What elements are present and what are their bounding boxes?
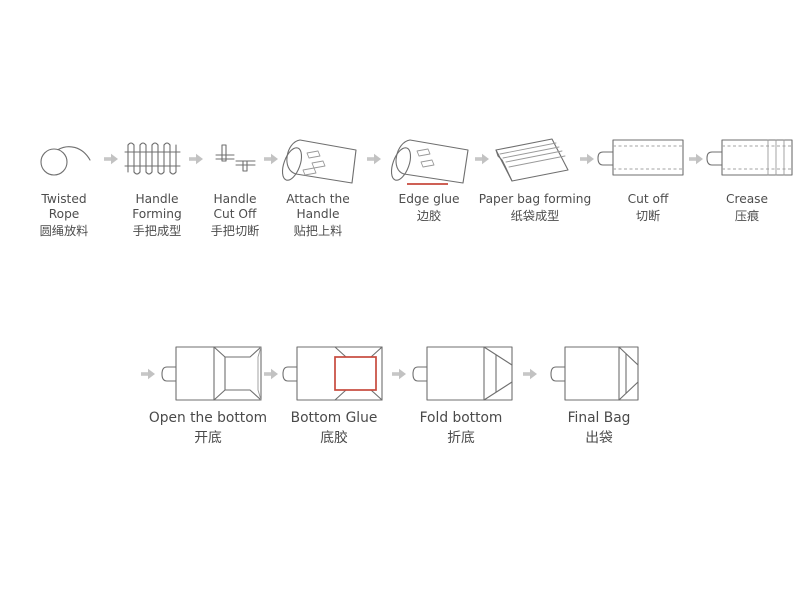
label-final-bag: Final Bag 出袋 <box>568 410 631 446</box>
label-edge-glue-zh: 边胶 <box>417 208 441 223</box>
cut-off-icon <box>597 139 684 176</box>
label-paper-bag-forming-zh: 纸袋成型 <box>511 209 560 223</box>
paper-bag-forming-icon <box>495 138 569 182</box>
label-twisted-rope-en-2: Rope <box>49 207 80 221</box>
label-crease: Crease 压痕 <box>726 192 768 223</box>
arrow-row1-5 <box>475 153 489 165</box>
label-attach-handle-en-2: Handle <box>297 207 340 221</box>
label-final-bag-en: Final Bag <box>568 410 631 426</box>
label-final-bag-zh: 出袋 <box>585 430 613 446</box>
label-fold-bottom: Fold bottom 折底 <box>420 410 503 446</box>
arrow-row2-0 <box>141 368 155 380</box>
label-handle-cut-off-zh: 手把切断 <box>211 223 260 238</box>
label-attach-handle-en-1: Attach the <box>286 192 349 206</box>
label-paper-bag-forming: Paper bag forming 纸袋成型 <box>479 192 591 223</box>
label-fold-bottom-zh: 折底 <box>447 430 475 446</box>
fold-bottom-icon <box>412 346 513 401</box>
arrow-row1-2 <box>189 153 203 165</box>
handle-forming-icon <box>124 142 181 175</box>
label-open-bottom-en: Open the bottom <box>149 410 267 426</box>
label-crease-en: Crease <box>726 192 768 206</box>
handle-cut-off-icon <box>215 144 256 172</box>
label-handle-forming-en-2: Forming <box>132 207 182 221</box>
arrow-row2-3 <box>523 368 537 380</box>
label-bottom-glue-zh: 底胶 <box>320 429 348 446</box>
label-cut-off-en: Cut off <box>628 192 669 206</box>
label-handle-forming-en-1: Handle <box>136 192 179 206</box>
label-edge-glue-en: Edge glue <box>399 192 460 206</box>
arrow-row1-6 <box>580 153 594 165</box>
label-paper-bag-forming-en: Paper bag forming <box>479 192 591 206</box>
label-open-bottom-zh: 开底 <box>194 430 222 446</box>
label-cut-off: Cut off 切断 <box>628 192 669 223</box>
arrow-row1-3 <box>264 153 278 165</box>
arrow-row1-1 <box>104 153 118 165</box>
label-handle-cut-off: Handle Cut Off 手把切断 <box>211 192 260 238</box>
label-twisted-rope-zh: 圆绳放料 <box>40 223 89 238</box>
label-handle-cut-off-en-2: Cut Off <box>214 207 257 221</box>
label-edge-glue: Edge glue 边胶 <box>399 192 460 223</box>
final-bag-icon <box>550 346 639 401</box>
arrow-row1-7 <box>689 153 703 165</box>
label-twisted-rope-en-1: Twisted <box>40 192 86 206</box>
bottom-glue-icon <box>282 346 383 401</box>
arrow-row2-1 <box>264 368 278 380</box>
label-attach-handle-zh: 贴把上料 <box>294 224 343 238</box>
attach-handle-icon <box>281 139 357 184</box>
label-handle-forming: Handle Forming 手把成型 <box>132 192 182 238</box>
label-twisted-rope: Twisted Rope 圆绳放料 <box>40 192 89 238</box>
crease-icon <box>706 139 793 176</box>
twisted-rope-icon <box>40 146 91 176</box>
label-attach-handle: Attach the Handle 贴把上料 <box>286 192 349 238</box>
label-open-bottom: Open the bottom 开底 <box>149 410 267 446</box>
label-bottom-glue: Bottom Glue 底胶 <box>291 410 378 446</box>
label-cut-off-zh: 切断 <box>636 208 660 223</box>
arrow-row2-2 <box>392 368 406 380</box>
open-bottom-icon <box>161 346 262 401</box>
label-crease-zh: 压痕 <box>735 208 759 223</box>
edge-glue-icon <box>390 139 469 185</box>
label-fold-bottom-en: Fold bottom <box>420 410 503 426</box>
label-handle-cut-off-en-1: Handle <box>214 192 257 206</box>
label-bottom-glue-en: Bottom Glue <box>291 410 378 426</box>
arrow-row1-4 <box>367 153 381 165</box>
label-handle-forming-zh: 手把成型 <box>133 224 182 238</box>
